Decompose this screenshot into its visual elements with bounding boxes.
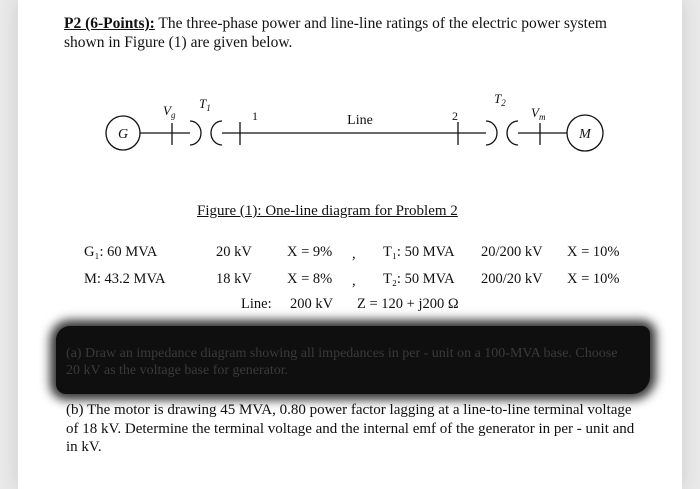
vg-label: Vg <box>163 103 176 120</box>
motor-symbol <box>566 114 604 152</box>
one-line-diagram: G Vg T1 1 Line 2 T2 Vm M <box>105 91 604 152</box>
problem-text: The three-phase power and line-line rati… <box>64 15 607 51</box>
vm-label: Vm <box>531 105 546 122</box>
separator: , <box>352 273 356 289</box>
t2-label: T2 <box>494 91 506 108</box>
t1-voltage: 20/200 kV <box>481 244 543 260</box>
line-impedance: Z = 120 + j200 Ω <box>357 296 459 312</box>
motor-voltage: 18 kV <box>216 271 252 287</box>
line-voltage: 200 kV <box>290 296 334 312</box>
t1-reactance: X = 10% <box>567 244 620 260</box>
separator: , <box>352 246 356 262</box>
t2-reactance: X = 10% <box>567 271 620 287</box>
motor-label: M <box>578 127 592 142</box>
part-a-text: (a) Draw an impedance diagram showing al… <box>66 346 618 378</box>
line-rating: Line: <box>241 296 272 312</box>
g1-reactance: X = 9% <box>287 244 333 260</box>
problem-label: P2 (6-Points): <box>64 15 155 32</box>
t1-primary-coil <box>189 120 202 146</box>
t2-rating: T₂: 50 MVA <box>383 271 455 287</box>
figure-caption: Figure (1): One-line diagram for Problem… <box>197 203 458 219</box>
t2-secondary-coil <box>506 120 519 146</box>
t1-secondary-coil <box>210 120 223 146</box>
g1-rating: G₁: 60 MVA <box>84 244 158 260</box>
t1-rating: T₁: 50 MVA <box>383 244 455 260</box>
t2-voltage: 200/20 kV <box>481 271 543 287</box>
motor-rating: M: 43.2 MVA <box>84 271 166 287</box>
t2-primary-coil <box>485 120 498 146</box>
g1-voltage: 20 kV <box>216 244 252 260</box>
motor-reactance: X = 8% <box>287 271 333 287</box>
part-b-text: (b) The motor is drawing 45 MVA, 0.80 po… <box>66 402 635 455</box>
bus-2-label: 2 <box>452 109 458 123</box>
redaction-marker <box>56 326 650 394</box>
page-sheet <box>18 0 682 489</box>
generator-label: G <box>118 127 128 142</box>
problem-statement: P2 (6-Points): The three-phase power and… <box>64 14 634 52</box>
t1-label: T1 <box>199 96 211 113</box>
line-label: Line <box>347 113 373 128</box>
bus-1-label: 1 <box>252 109 258 123</box>
